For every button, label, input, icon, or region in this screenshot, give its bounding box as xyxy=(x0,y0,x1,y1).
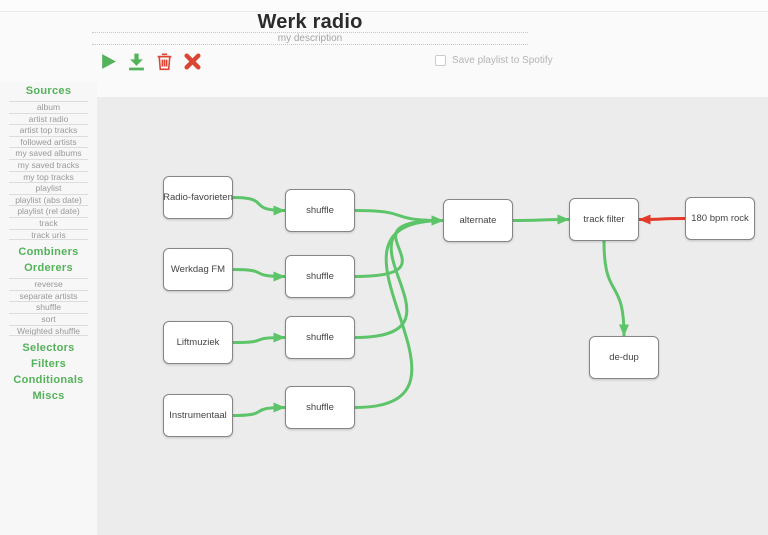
run-button[interactable] xyxy=(99,52,118,71)
export-button[interactable] xyxy=(127,52,146,71)
node-de-dup[interactable]: de-dup xyxy=(589,336,659,379)
sidebar-section-sources[interactable]: Sources xyxy=(25,85,72,97)
program-description[interactable]: my description xyxy=(92,33,528,45)
edge-radio-favorieten-to-shuffle-1 xyxy=(232,196,286,216)
sidebar-item-separate-artists[interactable]: separate artists xyxy=(9,289,88,302)
sidebar-section-miscs[interactable]: Miscs xyxy=(32,390,65,403)
top-divider xyxy=(0,0,768,12)
edge-shuffle-4-to-alternate xyxy=(354,215,444,409)
node-track-filter[interactable]: track filter xyxy=(569,198,639,241)
sidebar-item-playlist-abs-date[interactable]: playlist (abs date) xyxy=(9,193,88,206)
toolbar xyxy=(99,52,202,71)
node-werkdag-fm[interactable]: Werkdag FM xyxy=(163,248,233,291)
node-shuffle-4[interactable]: shuffle xyxy=(285,386,355,429)
sidebar-item-sort[interactable]: sort xyxy=(9,312,88,325)
x-icon xyxy=(184,53,201,70)
sidebar-item-weighted-shuffle[interactable]: Weighted shuffle xyxy=(9,324,88,337)
edge-liftmuziek-to-shuffle-3 xyxy=(232,332,286,344)
node-instrumentaal[interactable]: Instrumentaal xyxy=(163,394,233,437)
sidebar-item-reverse[interactable]: reverse xyxy=(9,278,88,290)
save-checkbox[interactable] xyxy=(435,55,446,66)
save-checkbox-label: Save playlist to Spotify xyxy=(452,55,553,66)
sidebar-item-my-top-tracks[interactable]: my top tracks xyxy=(9,170,88,183)
node-shuffle-1[interactable]: shuffle xyxy=(285,189,355,232)
sidebar-item-artist-top-tracks[interactable]: artist top tracks xyxy=(9,124,88,136)
sidebar-item-playlist-rel-date[interactable]: playlist (rel date) xyxy=(9,205,88,217)
node-alternate[interactable]: alternate xyxy=(443,199,513,242)
sidebar-item-playlist[interactable]: playlist xyxy=(9,182,88,194)
sidebar-item-my-saved-tracks[interactable]: my saved tracks xyxy=(9,158,88,171)
delete-button[interactable] xyxy=(155,52,174,71)
sidebar-item-artist-radio[interactable]: artist radio xyxy=(9,112,88,125)
sidebar-item-track[interactable]: track xyxy=(9,216,88,229)
sidebar-section-filters[interactable]: Filters xyxy=(30,358,67,371)
node-shuffle-3[interactable]: shuffle xyxy=(285,316,355,359)
node-shuffle-2[interactable]: shuffle xyxy=(285,255,355,298)
trash-icon xyxy=(157,53,172,71)
sidebar-item-followed-artists[interactable]: followed artists xyxy=(9,135,88,148)
sidebar-item-album[interactable]: album xyxy=(9,101,88,113)
sidebar-item-shuffle[interactable]: shuffle xyxy=(9,301,88,313)
edge-instrumentaal-to-shuffle-4 xyxy=(232,402,286,417)
sidebar-section-selectors[interactable]: Selectors xyxy=(22,342,75,355)
node-liftmuziek[interactable]: Liftmuziek xyxy=(163,321,233,364)
edge-track-filter-to-de-dup xyxy=(602,240,629,337)
download-icon xyxy=(129,53,144,71)
sidebar-section-conditionals[interactable]: Conditionals xyxy=(13,374,84,387)
node-radio-favorieten[interactable]: Radio-favorieten xyxy=(163,176,233,219)
edge-werkdag-fm-to-shuffle-2 xyxy=(232,268,286,282)
edge-alternate-to-track-filter xyxy=(512,214,570,225)
edge-shuffle-3-to-alternate xyxy=(354,215,444,339)
node-bpm-rock-180[interactable]: 180 bpm rock xyxy=(685,197,755,240)
save-to-spotify-row[interactable]: Save playlist to Spotify xyxy=(435,55,553,66)
edges-layer xyxy=(232,196,686,417)
program-title[interactable]: Werk radio xyxy=(92,12,528,33)
edge-shuffle-1-to-alternate xyxy=(354,209,444,226)
sidebar-item-my-saved-albums[interactable]: my saved albums xyxy=(9,147,88,159)
sidebar-item-track-uris[interactable]: track uris xyxy=(9,228,88,241)
sidebar-section-orderers[interactable]: Orderers xyxy=(24,262,73,275)
edge-bpm-rock-180-to-track-filter xyxy=(638,214,686,225)
close-button[interactable] xyxy=(183,52,202,71)
play-icon xyxy=(102,54,116,69)
program-header: Werk radio my description xyxy=(92,12,528,45)
sidebar-section-combiners[interactable]: Combiners xyxy=(18,246,79,259)
